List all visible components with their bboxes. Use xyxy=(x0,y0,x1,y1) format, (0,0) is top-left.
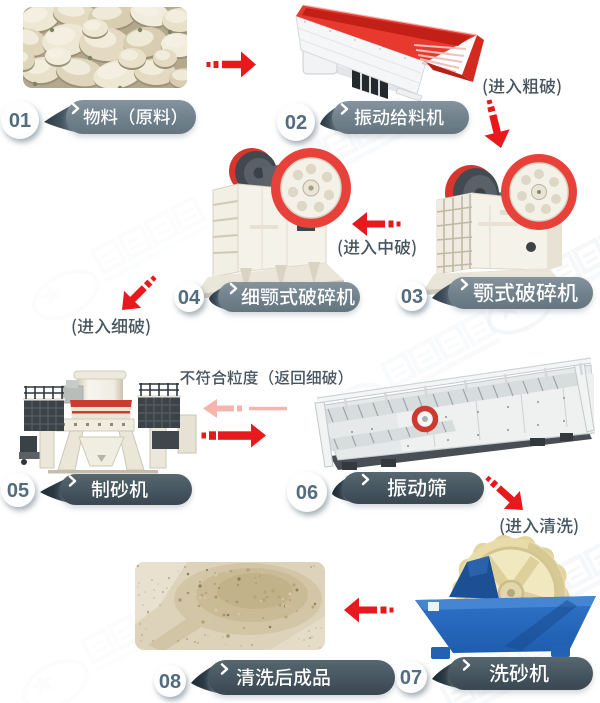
svg-text:07: 07 xyxy=(400,667,422,689)
svg-text:04: 04 xyxy=(178,287,201,309)
svg-text:06: 06 xyxy=(296,482,318,504)
svg-text:01: 01 xyxy=(9,110,31,132)
svg-text:05: 05 xyxy=(7,480,29,502)
svg-text:03: 03 xyxy=(401,286,423,308)
svg-text:08: 08 xyxy=(159,671,181,693)
svg-text:02: 02 xyxy=(285,112,307,134)
